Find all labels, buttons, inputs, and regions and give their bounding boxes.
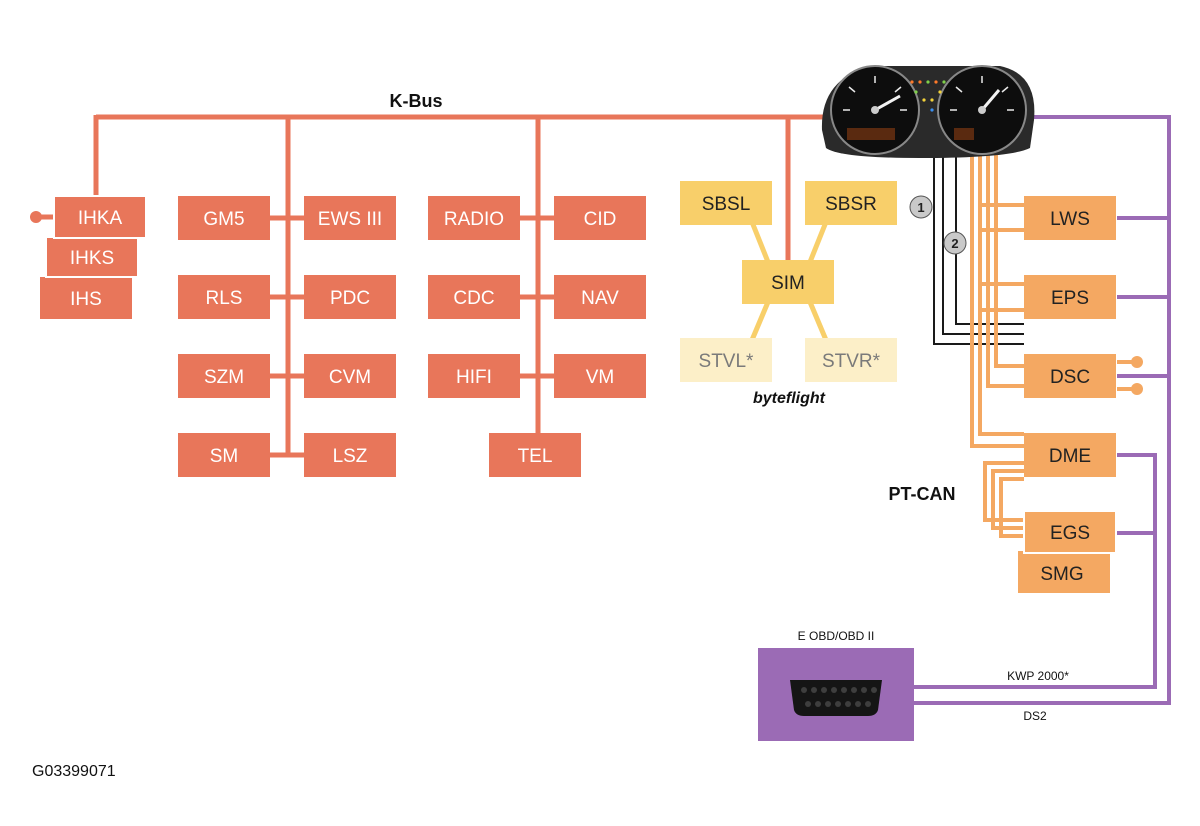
obd-connector: E OBD/OBD II KWP 2000* DS2 [758,629,1069,741]
figure-id: G03399071 [32,763,116,780]
svg-text:IHS: IHS [70,289,102,310]
svg-text:SIM: SIM [771,273,805,294]
module-vm: VM [554,354,646,398]
ptcan-modules: LWS EPS DSC DME SMG EGS [1018,196,1117,593]
module-lsz: LSZ [304,433,396,477]
kbus-terminal [30,211,42,223]
svg-text:SM: SM [210,446,239,467]
svg-text:SBSR: SBSR [825,194,877,215]
module-stvl: STVL* [680,338,772,382]
kwp-label: KWP 2000* [1007,669,1069,683]
module-smg: SMG [1018,551,1110,593]
module-sbsl: SBSL [680,181,772,225]
module-sm: SM [178,433,270,477]
svg-text:SZM: SZM [204,367,244,388]
svg-text:VM: VM [586,367,615,388]
module-nav: NAV [554,275,646,319]
module-egs: EGS [1023,510,1117,554]
module-ihs: IHS [40,277,132,319]
module-radio: RADIO [428,196,520,240]
module-cvm: CVM [304,354,396,398]
svg-text:IHKA: IHKA [78,208,123,229]
byteflight-modules: SBSL SBSR SIM STVL* STVR* byteflight [680,181,897,407]
svg-text:TEL: TEL [518,446,553,467]
svg-text:STVL*: STVL* [699,351,755,372]
marker-1: 1 [909,195,933,219]
svg-text:RLS: RLS [206,288,243,309]
marker-2: 2 [943,231,967,255]
svg-text:IHKS: IHKS [70,248,114,269]
module-sim: SIM [742,260,834,304]
svg-text:HIFI: HIFI [456,367,492,388]
svg-text:DSC: DSC [1050,367,1090,388]
svg-text:1: 1 [917,200,924,215]
svg-text:EWS III: EWS III [318,209,382,230]
dsc-terminal-2 [1131,383,1143,395]
svg-text:CID: CID [584,209,617,230]
module-stvr: STVR* [805,338,897,382]
module-cid: CID [554,196,646,240]
svg-text:GM5: GM5 [203,209,244,230]
kbus-title: K-Bus [390,91,443,111]
module-ihka: IHKA [53,195,147,239]
module-hifi: HIFI [428,354,520,398]
svg-text:CVM: CVM [329,367,371,388]
module-gm5: GM5 [178,196,270,240]
ptcan-title: PT-CAN [889,484,956,504]
obd-title: E OBD/OBD II [798,629,875,643]
svg-text:PDC: PDC [330,288,370,309]
svg-text:DME: DME [1049,446,1091,467]
svg-text:STVR*: STVR* [822,351,881,372]
svg-text:SBSL: SBSL [702,194,751,215]
svg-text:2: 2 [951,236,958,251]
module-dme: DME [1024,433,1116,477]
svg-text:RADIO: RADIO [444,209,504,230]
module-ews: EWS III [304,196,396,240]
svg-text:EPS: EPS [1051,288,1089,309]
byteflight-label: byteflight [753,390,826,407]
svg-text:LSZ: LSZ [333,446,368,467]
byteflight-lines [749,221,829,341]
module-dsc: DSC [1024,354,1116,398]
svg-text:EGS: EGS [1050,523,1090,544]
module-rls: RLS [178,275,270,319]
ds2-label: DS2 [1023,709,1047,723]
svg-text:LWS: LWS [1050,209,1090,230]
diagnostic-lines [914,115,1171,705]
module-tel: TEL [489,433,581,477]
obd-plug-icon [790,680,882,716]
kbus-lines [38,114,830,458]
svg-text:SMG: SMG [1040,564,1083,585]
dsc-terminal-1 [1131,356,1143,368]
svg-text:CDC: CDC [453,288,494,309]
module-szm: SZM [178,354,270,398]
module-lws: LWS [1024,196,1116,240]
ptcan-lines [970,154,1024,538]
kbus-modules: IHS IHKS IHKA GM5 EWS III RLS PDC SZM [40,195,646,477]
module-cdc: CDC [428,275,520,319]
module-sbsr: SBSR [805,181,897,225]
instrument-cluster [821,65,1035,158]
module-eps: EPS [1024,275,1116,319]
module-pdc: PDC [304,275,396,319]
odometer-display [847,128,895,140]
svg-text:NAV: NAV [581,288,619,309]
module-ihks: IHKS [45,236,139,278]
